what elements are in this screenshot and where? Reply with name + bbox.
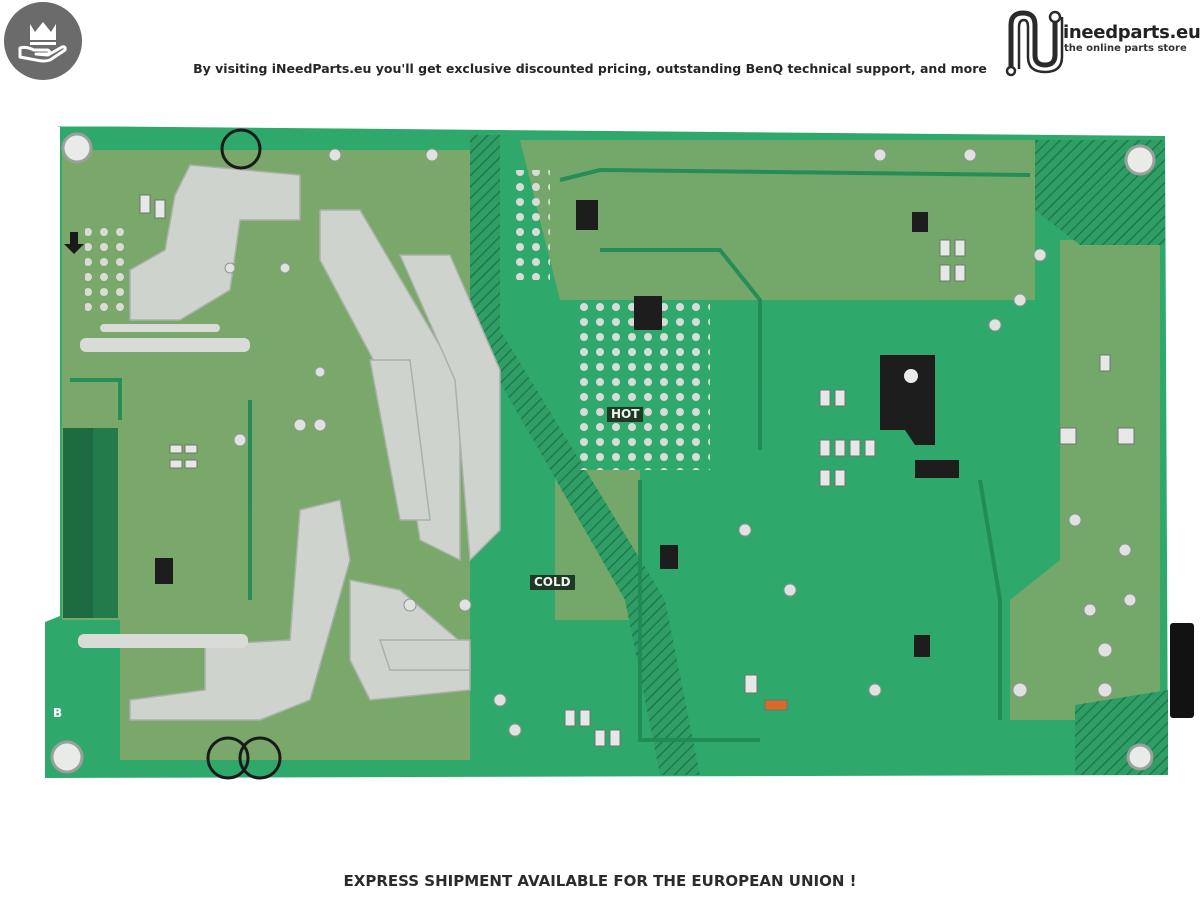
footer-notice: EXPRESS SHIPMENT AVAILABLE FOR THE EUROP… [343, 872, 857, 890]
logo: ineedparts.eu the online parts store [1003, 3, 1200, 77]
tagline: By visiting iNeedParts.eu you'll get exc… [193, 61, 987, 76]
logo-name: ineedparts.eu [1063, 22, 1200, 43]
cold-zone-label: COLD [530, 575, 575, 590]
corner-marking: B [53, 706, 63, 720]
hot-zone-label: HOT [607, 407, 644, 422]
crown-hand-icon [18, 22, 67, 63]
power-connector [1170, 623, 1194, 718]
circuit-n-icon [1005, 10, 1064, 77]
logo-subtitle: the online parts store [1064, 43, 1187, 54]
badge [4, 2, 82, 80]
isolation-zone [470, 135, 700, 775]
